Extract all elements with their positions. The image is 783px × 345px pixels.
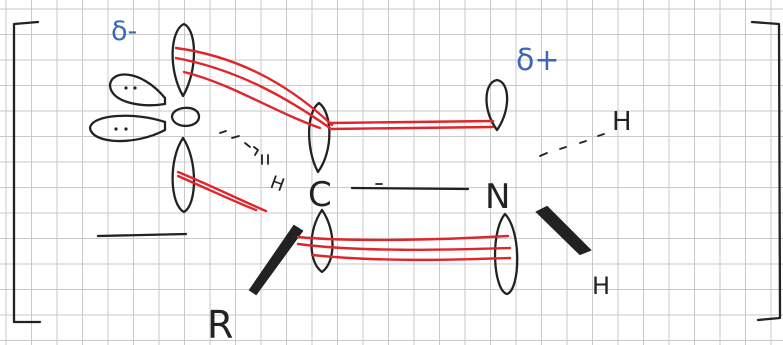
red-line-c-to-n-bottom-2 [296, 242, 512, 251]
r-group-label: R [207, 303, 233, 345]
n-h-dashed-bond [539, 133, 605, 157]
red-line-c-to-n-top [328, 119, 495, 125]
carbon-label: C [308, 175, 332, 215]
oxygen-atom [170, 106, 201, 128]
red-line-o-bottom-to-c-2 [176, 174, 258, 212]
delta-plus-label: δ+ [516, 43, 560, 78]
bottom-left-line [96, 232, 188, 238]
orbital-overlap-lines [174, 46, 512, 262]
hydrogen-top-label: H [612, 107, 632, 137]
carbon-orbitals [308, 101, 334, 274]
nitrogen-orbitals [485, 78, 519, 296]
red-line-c-to-n-bottom-3 [310, 253, 512, 262]
nitrogen-label: N [485, 177, 510, 217]
red-line-o-top-to-c-3 [182, 70, 322, 130]
red-line-c-to-n-top-2 [328, 125, 495, 131]
o-h-dashed-bond [219, 130, 269, 165]
oxygen-orbitals [88, 22, 196, 214]
n-h-wedge-bond [535, 205, 592, 256]
hydrogen-bottom-label: H [592, 272, 610, 300]
delta-minus-label: δ- [111, 16, 137, 47]
hydrogen-dashed-o-label: H [267, 172, 287, 196]
red-line-o-bottom-to-c [176, 170, 268, 213]
c-n-bond [350, 186, 470, 191]
right-bracket [750, 20, 782, 322]
red-line-c-to-n-bottom [296, 234, 510, 242]
left-bracket [12, 20, 42, 324]
red-line-o-top-to-c-2 [174, 56, 332, 130]
c-r-wedge-bond [248, 224, 304, 296]
red-line-o-top-to-c [174, 46, 334, 127]
